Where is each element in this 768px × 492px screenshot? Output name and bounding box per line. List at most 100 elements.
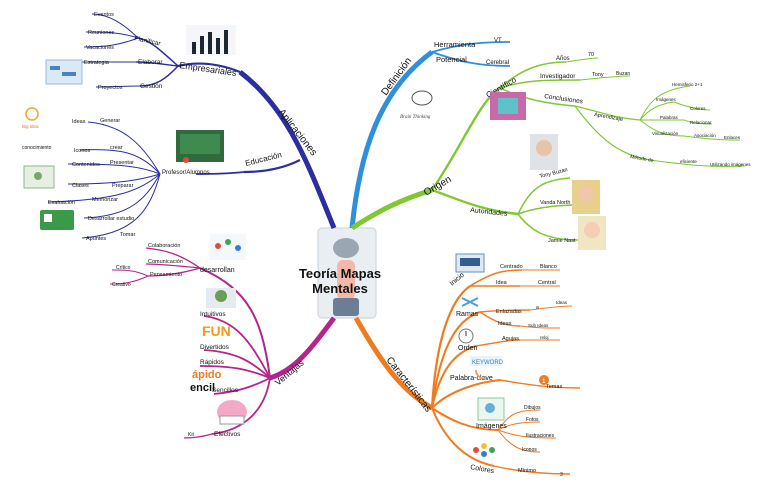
label-enlazadas[interactable]: Enlazadas bbox=[496, 309, 522, 315]
label-cerebral[interactable]: Cerebral bbox=[486, 60, 509, 66]
label-a[interactable]: a bbox=[536, 305, 539, 311]
branch-aplicaciones[interactable] bbox=[47, 13, 337, 239]
label-vt[interactable]: VT bbox=[494, 38, 502, 44]
label-orden[interactable]: Orden bbox=[458, 345, 478, 352]
label-kit[interactable]: Kit bbox=[188, 432, 194, 438]
label-efectivos[interactable]: Efectivos bbox=[214, 431, 241, 438]
label-eficiente[interactable]: eficiente bbox=[680, 159, 697, 164]
label-memorizar[interactable]: Memorizar bbox=[92, 197, 118, 203]
label-clases[interactable]: Clases bbox=[72, 183, 89, 189]
label-central[interactable]: Central bbox=[538, 280, 556, 286]
label-divertidos[interactable]: Divertidos bbox=[200, 344, 230, 351]
label-colores[interactable]: Colores bbox=[470, 464, 495, 475]
label-conocimiento[interactable]: conocimiento bbox=[22, 145, 52, 151]
label-investigador[interactable]: Investigador bbox=[540, 73, 576, 80]
branch-caracteristicas[interactable] bbox=[353, 269, 581, 475]
label-evaluacion[interactable]: Evaluación bbox=[48, 200, 75, 206]
label-anos[interactable]: Años bbox=[556, 56, 570, 62]
label-blanco[interactable]: Blanco bbox=[540, 264, 557, 270]
label-tony[interactable]: Tony bbox=[592, 72, 604, 78]
label-intuitivos[interactable]: Intuitivos bbox=[200, 311, 226, 318]
label-centrado[interactable]: Centrado bbox=[500, 264, 523, 270]
central-topic[interactable]: Teoría Mapas Mentales bbox=[299, 227, 381, 319]
label-estrategia[interactable]: Estrategia bbox=[84, 60, 110, 66]
label-asociacion[interactable]: Asociación bbox=[694, 133, 716, 138]
label-minimo[interactable]: Mínimo bbox=[518, 468, 536, 474]
label-3[interactable]: 3 bbox=[560, 472, 563, 478]
label-visualizacion[interactable]: Visualización bbox=[652, 131, 679, 136]
label-herramienta[interactable]: Herramienta bbox=[434, 40, 476, 49]
label-planificar[interactable]: Planificar bbox=[134, 35, 162, 48]
label-sencillos[interactable]: Sencillos bbox=[212, 387, 239, 394]
label-colaboracion[interactable]: Colaboración bbox=[148, 243, 180, 249]
label-educacion[interactable]: Educación bbox=[244, 150, 282, 168]
label-empresariales[interactable]: Empresariales bbox=[179, 60, 238, 78]
label-pensamiento[interactable]: Pensamiento bbox=[150, 272, 182, 278]
branch-line-caracteristicas bbox=[353, 316, 434, 411]
label-apuntes[interactable]: Apuntes bbox=[86, 236, 106, 242]
label-autoridades[interactable]: Autoridades bbox=[470, 207, 508, 218]
label-critico[interactable]: Crítico bbox=[116, 265, 131, 271]
label-iconos[interactable]: Iconos bbox=[74, 148, 90, 154]
label-imagenes-o[interactable]: Imágenes bbox=[656, 97, 677, 102]
label-metodo[interactable]: Método de bbox=[630, 154, 655, 164]
branch-line-utilizando bbox=[649, 159, 746, 168]
label-palabra-clave[interactable]: Palabra-clave bbox=[450, 375, 493, 382]
label-desarrollar-estudio[interactable]: Desarrollar estudio bbox=[88, 216, 134, 222]
label-rapidos[interactable]: Rápidos bbox=[200, 359, 225, 366]
label-profesor-alumnos[interactable]: Profesor/Alumnos bbox=[162, 170, 210, 176]
label-ideas-c[interactable]: Ideas bbox=[498, 321, 512, 327]
label-temas[interactable]: Temas bbox=[546, 384, 562, 390]
label-reloj[interactable]: reloj bbox=[540, 335, 549, 340]
label-gestion[interactable]: Gestión bbox=[140, 83, 163, 90]
person-dot bbox=[215, 243, 221, 249]
label-aprendizaje[interactable]: Aprendizaje bbox=[594, 112, 624, 123]
business-people-image bbox=[186, 25, 236, 55]
label-hemisferio[interactable]: Hemisferio 2+1 bbox=[672, 82, 703, 87]
label-comunicacion[interactable]: Comunicación bbox=[148, 259, 183, 265]
label-definicion[interactable]: Definición bbox=[380, 56, 415, 98]
label-dibujos[interactable]: Dibujos bbox=[524, 405, 541, 411]
label-agujas[interactable]: Agujas bbox=[502, 336, 519, 342]
label-jamie-nast[interactable]: Jamie Nast bbox=[548, 238, 576, 244]
label-tomar[interactable]: Tomar bbox=[120, 232, 135, 238]
label-fotos[interactable]: Fotos bbox=[526, 417, 539, 423]
label-inicio[interactable]: Inicio bbox=[449, 272, 466, 288]
label-iconos-c[interactable]: Iconos bbox=[522, 447, 537, 453]
label-caracteristicas[interactable]: Características bbox=[384, 355, 434, 414]
label-sub-ideas[interactable]: Sub Ideas bbox=[528, 323, 549, 328]
label-aplicaciones[interactable]: Aplicaciones bbox=[276, 107, 319, 158]
label-proyectos[interactable]: Proyectos bbox=[98, 85, 123, 91]
label-creativo[interactable]: Creativo bbox=[112, 282, 131, 288]
label-ramas[interactable]: Ramas bbox=[456, 311, 479, 318]
label-vanda-north[interactable]: Vanda North bbox=[540, 200, 570, 206]
label-vacaciones[interactable]: Vacaciones bbox=[86, 45, 114, 51]
label-presentar[interactable]: Presentar bbox=[110, 160, 134, 166]
label-desarrollan[interactable]: desarrollan bbox=[200, 267, 235, 274]
label-eventos[interactable]: Eventos bbox=[94, 12, 114, 18]
brain-illustration bbox=[333, 238, 359, 258]
label-crear[interactable]: crear bbox=[110, 145, 123, 151]
label-ideas-sup[interactable]: Ideas bbox=[556, 300, 568, 305]
branch-definicion[interactable] bbox=[349, 41, 511, 229]
label-idea[interactable]: Idea bbox=[496, 280, 508, 286]
label-reuniones[interactable]: Reuniones bbox=[88, 30, 115, 36]
label-preparar[interactable]: Preparar bbox=[112, 183, 134, 189]
branch-ventajas[interactable] bbox=[109, 247, 336, 439]
label-palabras[interactable]: Palabras bbox=[660, 115, 679, 120]
label-elaborar[interactable]: Elaborar bbox=[138, 59, 163, 66]
label-70[interactable]: 70 bbox=[588, 52, 594, 58]
label-origen[interactable]: Origen bbox=[422, 174, 453, 199]
label-imagenes[interactable]: Imágenes bbox=[476, 423, 507, 430]
label-relacionar[interactable]: Relacionar bbox=[690, 120, 712, 125]
label-buzan[interactable]: Buzan bbox=[616, 71, 630, 77]
label-ilustraciones[interactable]: Ilustraciones bbox=[526, 433, 555, 439]
label-colores-o[interactable]: Colores bbox=[690, 106, 706, 111]
label-utilizando-imagenes[interactable]: Utilizando imágenes bbox=[710, 162, 751, 167]
label-potencial[interactable]: Potencial bbox=[436, 55, 467, 64]
branch-line-vanda-north bbox=[517, 204, 573, 215]
label-generar[interactable]: Generar bbox=[100, 118, 120, 124]
label-ideas[interactable]: Ideas bbox=[72, 119, 86, 125]
label-contenidos[interactable]: Contenidos bbox=[72, 162, 100, 168]
label-enlaces[interactable]: Enlaces bbox=[724, 135, 741, 140]
